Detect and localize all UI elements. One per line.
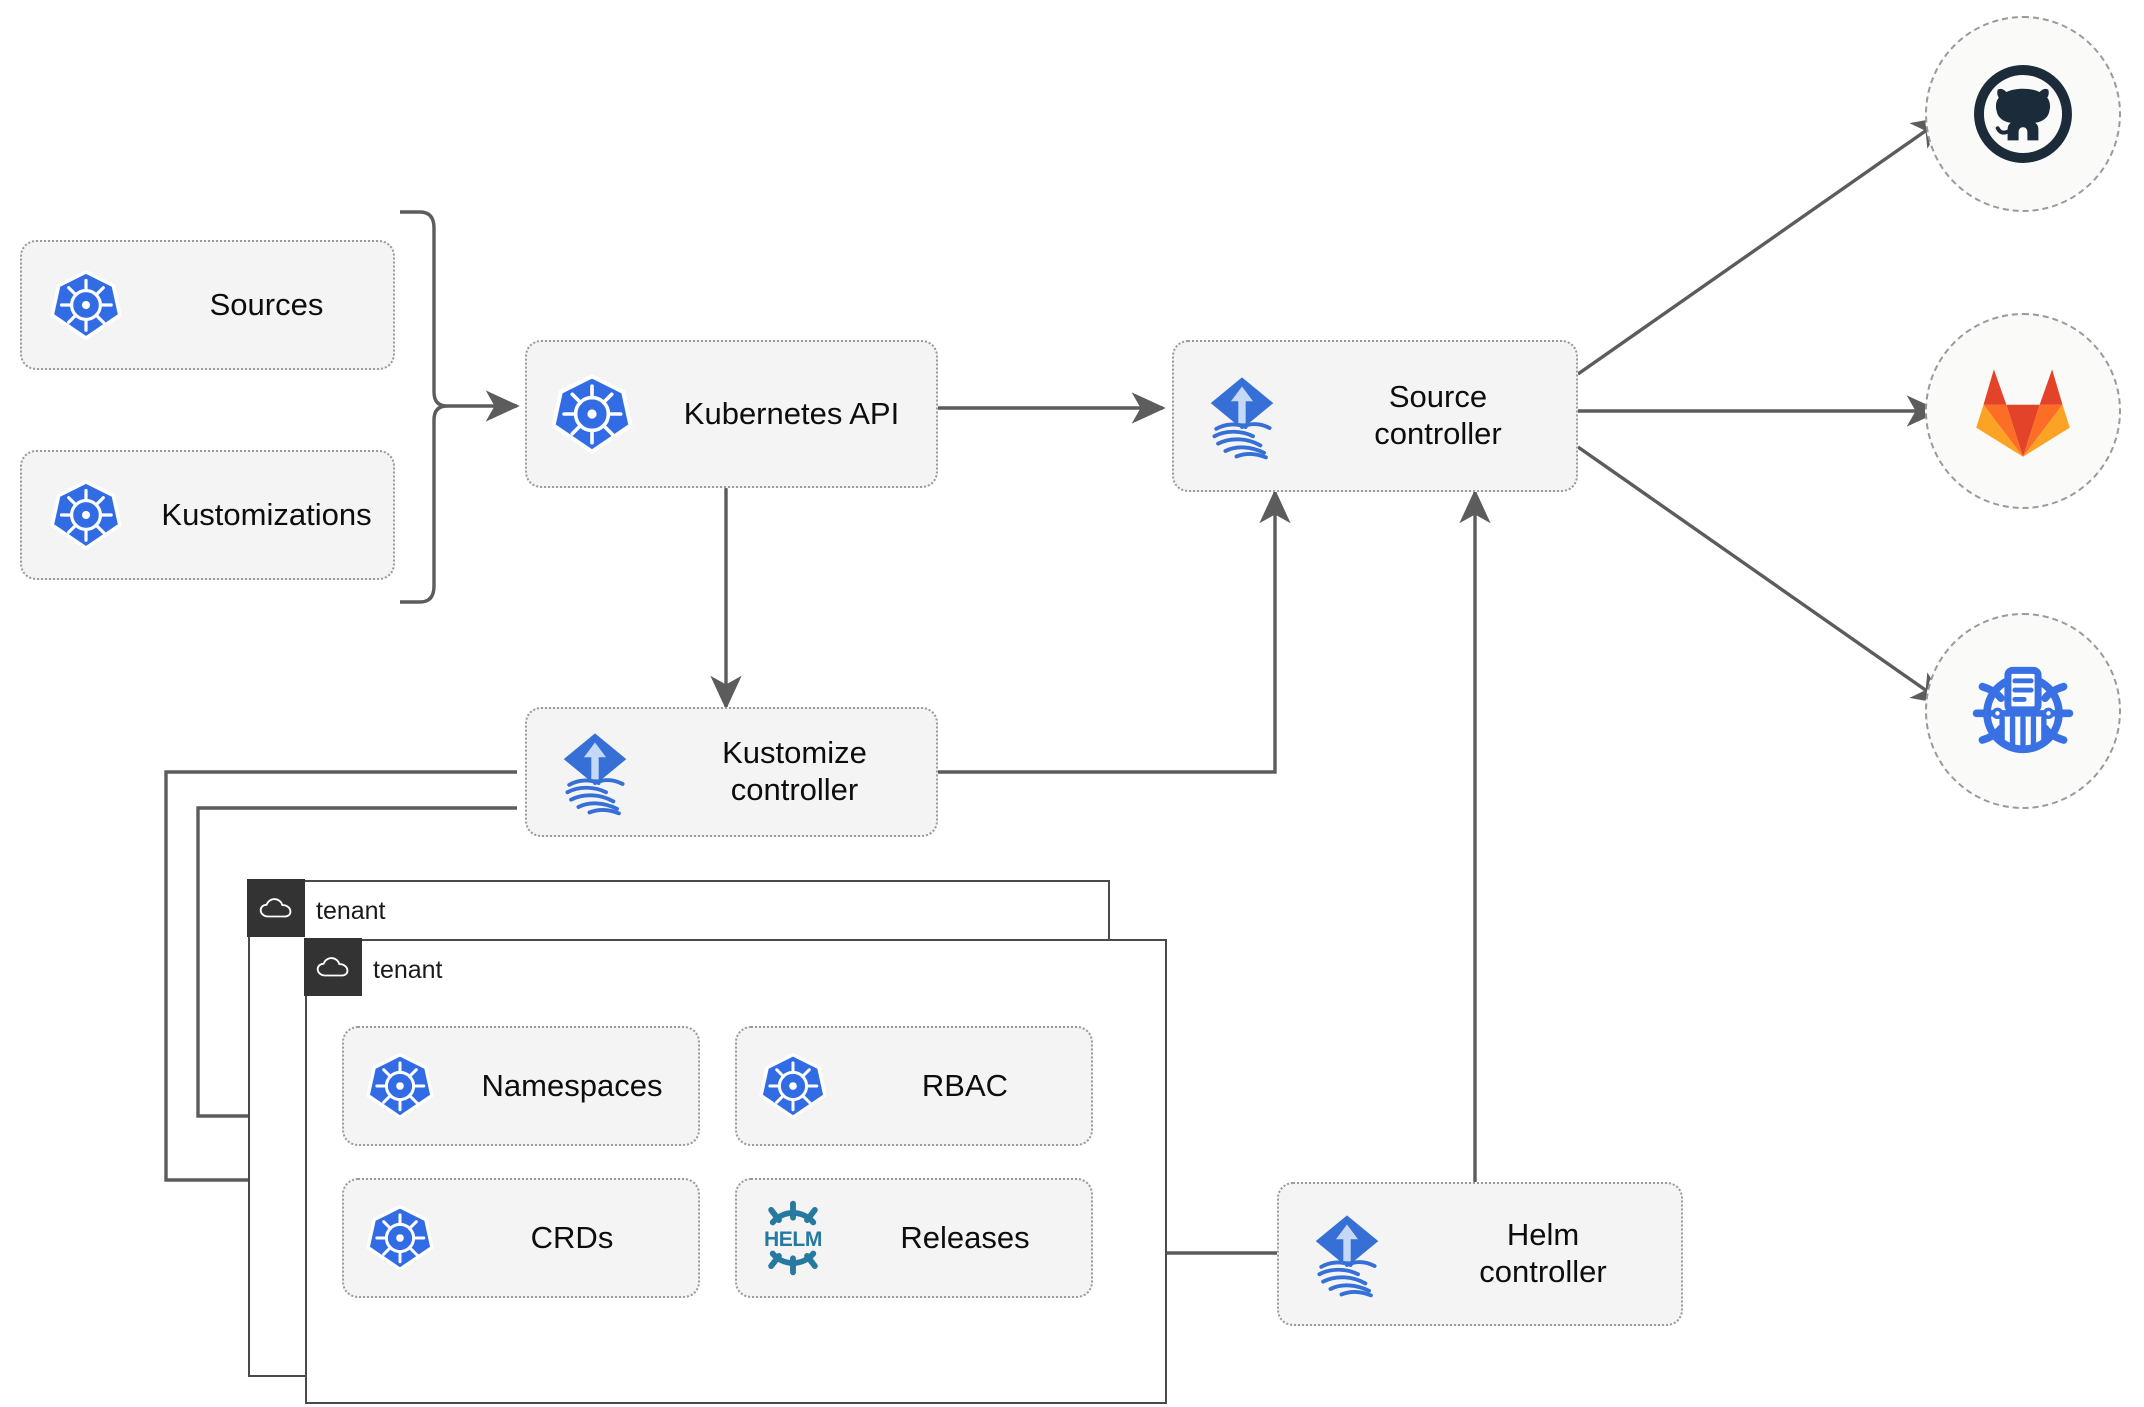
endpoint-github[interactable] <box>1925 16 2121 212</box>
resource-card-sources[interactable]: Sources <box>20 240 395 370</box>
node-label: Kustomize controller <box>722 735 867 807</box>
kubernetes-icon <box>22 450 150 580</box>
tenant-resource-crds[interactable]: CRDs <box>342 1178 700 1298</box>
edge-source-controller-to-helm-repository <box>1577 445 1947 705</box>
cloud-icon <box>260 898 292 918</box>
helm-repository-icon <box>1972 666 2074 754</box>
github-icon <box>1974 65 2072 163</box>
kubernetes-icon <box>527 340 657 488</box>
flux-icon <box>527 707 663 837</box>
kubernetes-icon <box>344 1026 456 1146</box>
tenant-resource-label: RBAC <box>921 1067 1009 1103</box>
flux-icon <box>1279 1182 1415 1326</box>
edge-kustomize-controller-to-source-controller <box>938 489 1291 774</box>
svg-text:HELM: HELM <box>764 1228 822 1251</box>
tenant-resource-rbac[interactable]: RBAC <box>735 1026 1093 1146</box>
kubernetes-icon <box>344 1178 456 1298</box>
helm-icon: HELM <box>737 1178 849 1298</box>
gitlab-icon <box>1976 369 2070 457</box>
tenant-title: tenant <box>316 897 386 925</box>
tenant-resource-label: Releases <box>900 1219 1030 1255</box>
node-kubernetes-api[interactable]: Kubernetes API <box>525 340 938 488</box>
node-label: Helm controller <box>1479 1217 1607 1289</box>
tenant-resource-releases[interactable]: HELM Releases <box>735 1178 1093 1298</box>
tenant-tab <box>304 938 363 997</box>
resource-card-label: Sources <box>209 286 324 322</box>
endpoint-gitlab[interactable] <box>1925 313 2121 509</box>
kubernetes-icon <box>22 240 150 370</box>
node-kustomize-controller[interactable]: Kustomize controller <box>525 707 938 837</box>
kubernetes-icon <box>737 1026 849 1146</box>
node-source-controller[interactable]: Source controller <box>1172 340 1578 492</box>
resources-brace <box>400 210 448 604</box>
cloud-icon <box>317 957 349 977</box>
tenant-resource-namespaces[interactable]: Namespaces <box>342 1026 700 1146</box>
node-label: Kubernetes API <box>683 395 900 431</box>
tenant-title: tenant <box>373 956 443 984</box>
endpoint-helm-repository[interactable] <box>1925 613 2121 809</box>
tenant-container-front[interactable]: tenant <box>304 938 1167 1404</box>
tenant-tab <box>247 879 306 938</box>
resource-card-kustomizations[interactable]: Kustomizations <box>20 450 395 580</box>
tenant-resource-label: Namespaces <box>481 1067 663 1103</box>
flux-icon <box>1174 340 1310 492</box>
edge-source-controller-to-github <box>1577 116 1947 376</box>
tenant-resource-label: CRDs <box>530 1219 614 1255</box>
node-label: Source controller <box>1374 379 1502 451</box>
node-helm-controller[interactable]: Helm controller <box>1277 1182 1683 1326</box>
resource-card-label: Kustomizations <box>161 496 372 532</box>
